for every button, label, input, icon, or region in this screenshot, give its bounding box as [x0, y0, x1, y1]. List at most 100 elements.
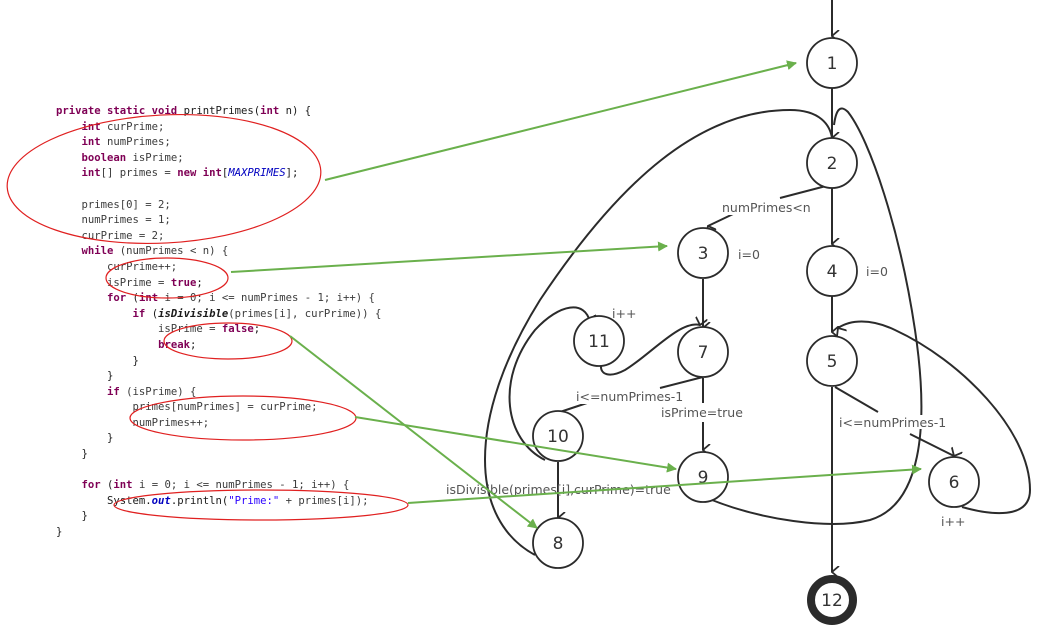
node-11: 11	[573, 315, 625, 367]
node-1: 1	[806, 37, 858, 89]
code-token: i = 0; i <= numPrimes - 1; i++) {	[132, 479, 350, 492]
code-token: ;	[253, 323, 261, 336]
node-label: 8	[553, 534, 564, 554]
code-line: }	[56, 369, 381, 385]
code-line: numPrimes = 1;	[56, 213, 381, 229]
code-token: for	[107, 292, 127, 305]
highlight-loop-start	[105, 257, 229, 299]
code-token: }	[56, 354, 139, 367]
code-token: false	[221, 323, 254, 336]
graph-edges	[484, 0, 1032, 572]
node-label: 10	[547, 427, 569, 447]
node-circle	[532, 517, 584, 569]
code-line: boolean isPrime;	[56, 151, 381, 167]
code-line: int[] primes = new int[MAXPRIMES];	[56, 166, 381, 182]
node-label: 1	[827, 54, 838, 74]
code-line: private static void printPrimes(int n) {	[56, 104, 381, 120]
edge-5-6	[834, 386, 954, 456]
node-annotations: i=0 i=0 i++ i++	[612, 247, 965, 529]
node-label: 6	[949, 473, 960, 493]
node-12: 12	[807, 575, 857, 625]
edge-label-7-9: isPrime=true	[661, 405, 743, 420]
code-line: for (int i = 0; i <= numPrimes - 1; i++)…	[56, 478, 381, 494]
node-label: 3	[698, 244, 709, 264]
code-token: if	[107, 385, 120, 398]
code-token: numPrimes = 1;	[56, 214, 171, 227]
highlight-break	[163, 322, 293, 360]
mapping-arrows	[230, 60, 922, 529]
code-token: ];	[285, 167, 299, 180]
node-circle	[677, 451, 729, 503]
code-token: for	[81, 479, 101, 492]
node-5: 5	[806, 335, 858, 387]
code-highlights	[6, 113, 409, 521]
edge-11-7	[599, 325, 700, 376]
edge-label-7-10: i<=numPrimes-1	[576, 389, 683, 404]
code-token: isPrime =	[56, 276, 171, 289]
node-label: 12	[821, 591, 843, 611]
node-circle	[573, 315, 625, 367]
code-token: int	[81, 167, 101, 180]
code-token: out	[151, 494, 171, 507]
node-9: 9	[677, 451, 729, 503]
code-line: if (isDivisible(primes[i], curPrime)) {	[56, 307, 382, 323]
code-line: numPrimes++;	[56, 416, 381, 432]
node-label: 9	[698, 468, 709, 488]
node-circle	[806, 335, 858, 387]
node-label: 7	[698, 343, 709, 363]
code-token: int	[138, 292, 159, 305]
code-token: }	[56, 432, 114, 445]
node-circle	[677, 326, 729, 378]
node-7: 7	[677, 326, 729, 378]
node-4: 4	[806, 245, 858, 297]
code-token: MAXPRIMES	[228, 167, 286, 180]
code-token: primes[0] = 2;	[56, 198, 171, 211]
code-token: isPrime;	[126, 151, 184, 164]
code-token: printPrimes(	[183, 105, 261, 117]
code-line: }	[56, 525, 381, 541]
code-token: }	[56, 448, 88, 461]
code-token: private static void	[56, 105, 184, 117]
mapping-arrow-to-node-9	[354, 416, 677, 473]
code-token: new int	[177, 167, 222, 180]
code-line: int numPrimes;	[56, 135, 381, 151]
mapping-arrow-to-node-6	[407, 464, 922, 504]
code-token: [] primes =	[100, 167, 178, 180]
edge-10-11	[508, 306, 590, 461]
mapping-arrow-to-node-1	[324, 60, 797, 181]
code-token: int	[113, 479, 133, 492]
code-token: int	[260, 105, 280, 117]
code-token: while	[81, 245, 114, 258]
code-token: numPrimes;	[100, 136, 171, 149]
code-token: [	[221, 167, 229, 180]
code-token: (	[145, 307, 159, 320]
code-token: ;	[189, 338, 197, 351]
annotation-node-6: i++	[941, 514, 965, 529]
code-token: "Prime:"	[228, 494, 280, 507]
highlight-store-prime	[129, 395, 357, 441]
code-token: ;	[196, 276, 203, 289]
node-2: 2	[806, 137, 858, 189]
code-line: curPrime = 2;	[56, 229, 381, 245]
code-token: curPrime;	[100, 120, 165, 133]
edge-6-5	[838, 320, 1032, 515]
code-token: numPrimes++;	[56, 416, 210, 429]
node-label: 11	[588, 332, 610, 352]
node-circle	[807, 575, 857, 625]
node-label: 5	[827, 352, 838, 372]
code-token: (	[100, 479, 114, 492]
code-line: if (isPrime) {	[56, 385, 381, 401]
node-circle	[677, 227, 729, 279]
node-8: 8	[532, 517, 584, 569]
edge-labels: numPrimes<n i<=numPrimes-1 isPrime=true …	[446, 200, 950, 497]
code-token: System.	[56, 494, 152, 507]
code-token: if	[132, 307, 146, 320]
edge-label-2-3: numPrimes<n	[722, 200, 811, 215]
code-token: boolean	[81, 151, 127, 164]
code-token: int	[81, 136, 101, 149]
node-label: 2	[827, 154, 838, 174]
code-line: break;	[56, 338, 381, 354]
code-token: break	[158, 338, 190, 351]
